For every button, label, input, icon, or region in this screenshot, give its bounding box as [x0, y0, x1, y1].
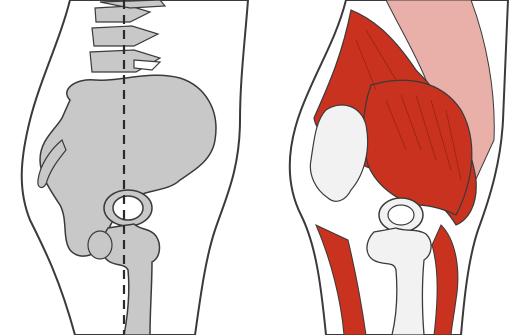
femoral-head-right	[388, 205, 414, 225]
greater-trochanter	[88, 231, 112, 259]
skeleton-illustration	[0, 0, 255, 335]
muscle-illustration	[256, 0, 511, 335]
skeleton-panel	[0, 0, 255, 335]
muscle-panel	[256, 0, 511, 335]
femoral-head	[113, 196, 143, 220]
